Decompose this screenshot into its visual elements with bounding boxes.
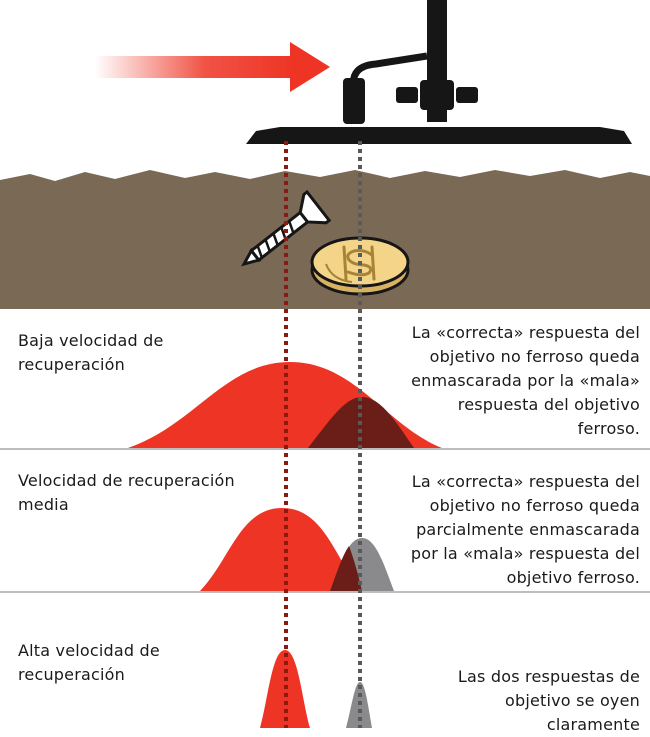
high-speed-response [260, 650, 372, 728]
motion-arrow-icon [95, 42, 330, 92]
screw-icon [241, 189, 332, 267]
low-speed-description: La «correcta» respuesta del objetivo no … [411, 323, 640, 438]
low-speed-label: Baja velocidad de recuperación [18, 331, 164, 374]
overlap-medium [330, 546, 362, 591]
medium-speed-response [200, 508, 394, 591]
soil-layer [0, 170, 650, 309]
nonferrous-response-medium [200, 508, 362, 591]
dollar-sign-icon [342, 245, 376, 281]
medium-speed-description: La «correcta» respuesta del objetivo no … [410, 472, 640, 587]
detector-coil-icon [246, 0, 632, 144]
medium-speed-label: Velocidad de recuperación media [18, 471, 235, 514]
high-speed-label: Alta velocidad de recuperación [18, 641, 160, 684]
high-speed-description: Las dos respuestas de objetivo se oyen c… [457, 667, 640, 734]
